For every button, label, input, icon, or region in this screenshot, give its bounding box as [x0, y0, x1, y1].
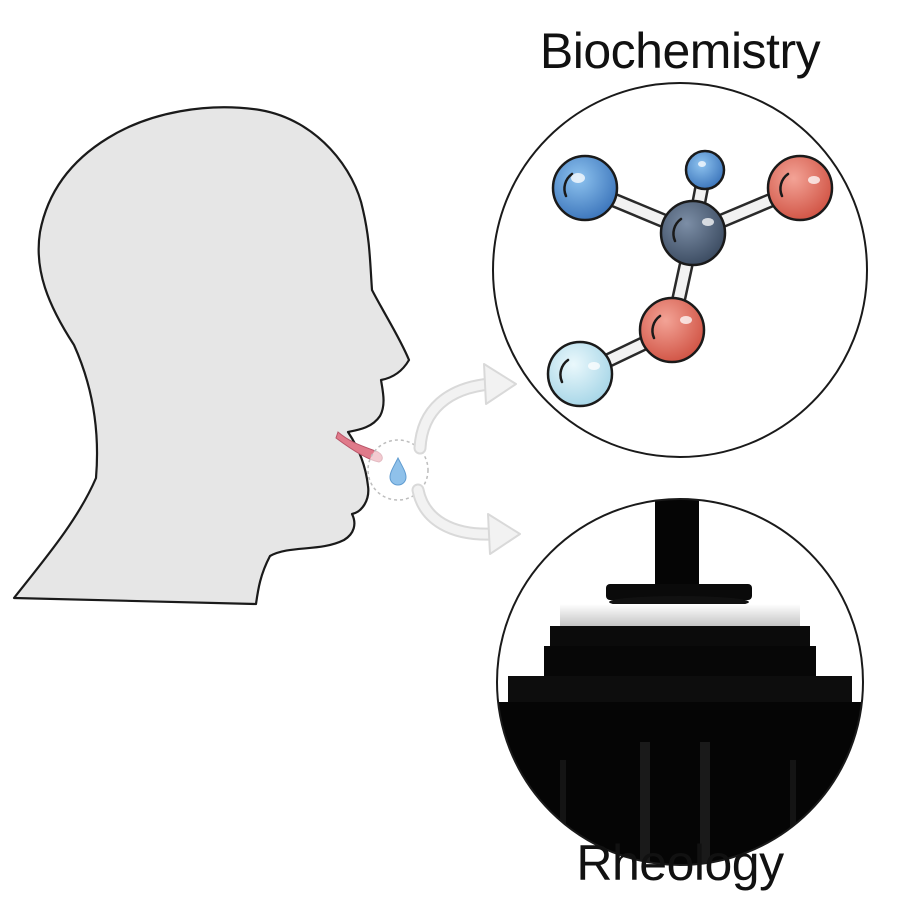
atom-red-right: [766, 154, 834, 222]
rheology-circle: [496, 498, 864, 866]
rheology-panel: [496, 498, 864, 866]
head-silhouette-icon: [12, 106, 411, 606]
atom-red-lower: [638, 296, 706, 364]
atom-blue-left: [551, 154, 619, 222]
atom-center: [659, 199, 727, 267]
arrow-to-rheology-icon: [411, 483, 521, 555]
saliva-drop-icon: [389, 456, 407, 486]
rheometer-photo: [497, 499, 863, 865]
biochemistry-label: Biochemistry: [539, 23, 821, 79]
molecule-icon: [546, 149, 834, 408]
atom-light-blue: [546, 340, 614, 408]
atom-blue-small: [684, 149, 726, 191]
head-outline: [12, 106, 411, 606]
arrow-to-biochemistry-icon: [413, 363, 517, 455]
biochemistry-panel: [492, 82, 868, 458]
rheology-label: Rheology: [576, 835, 784, 891]
